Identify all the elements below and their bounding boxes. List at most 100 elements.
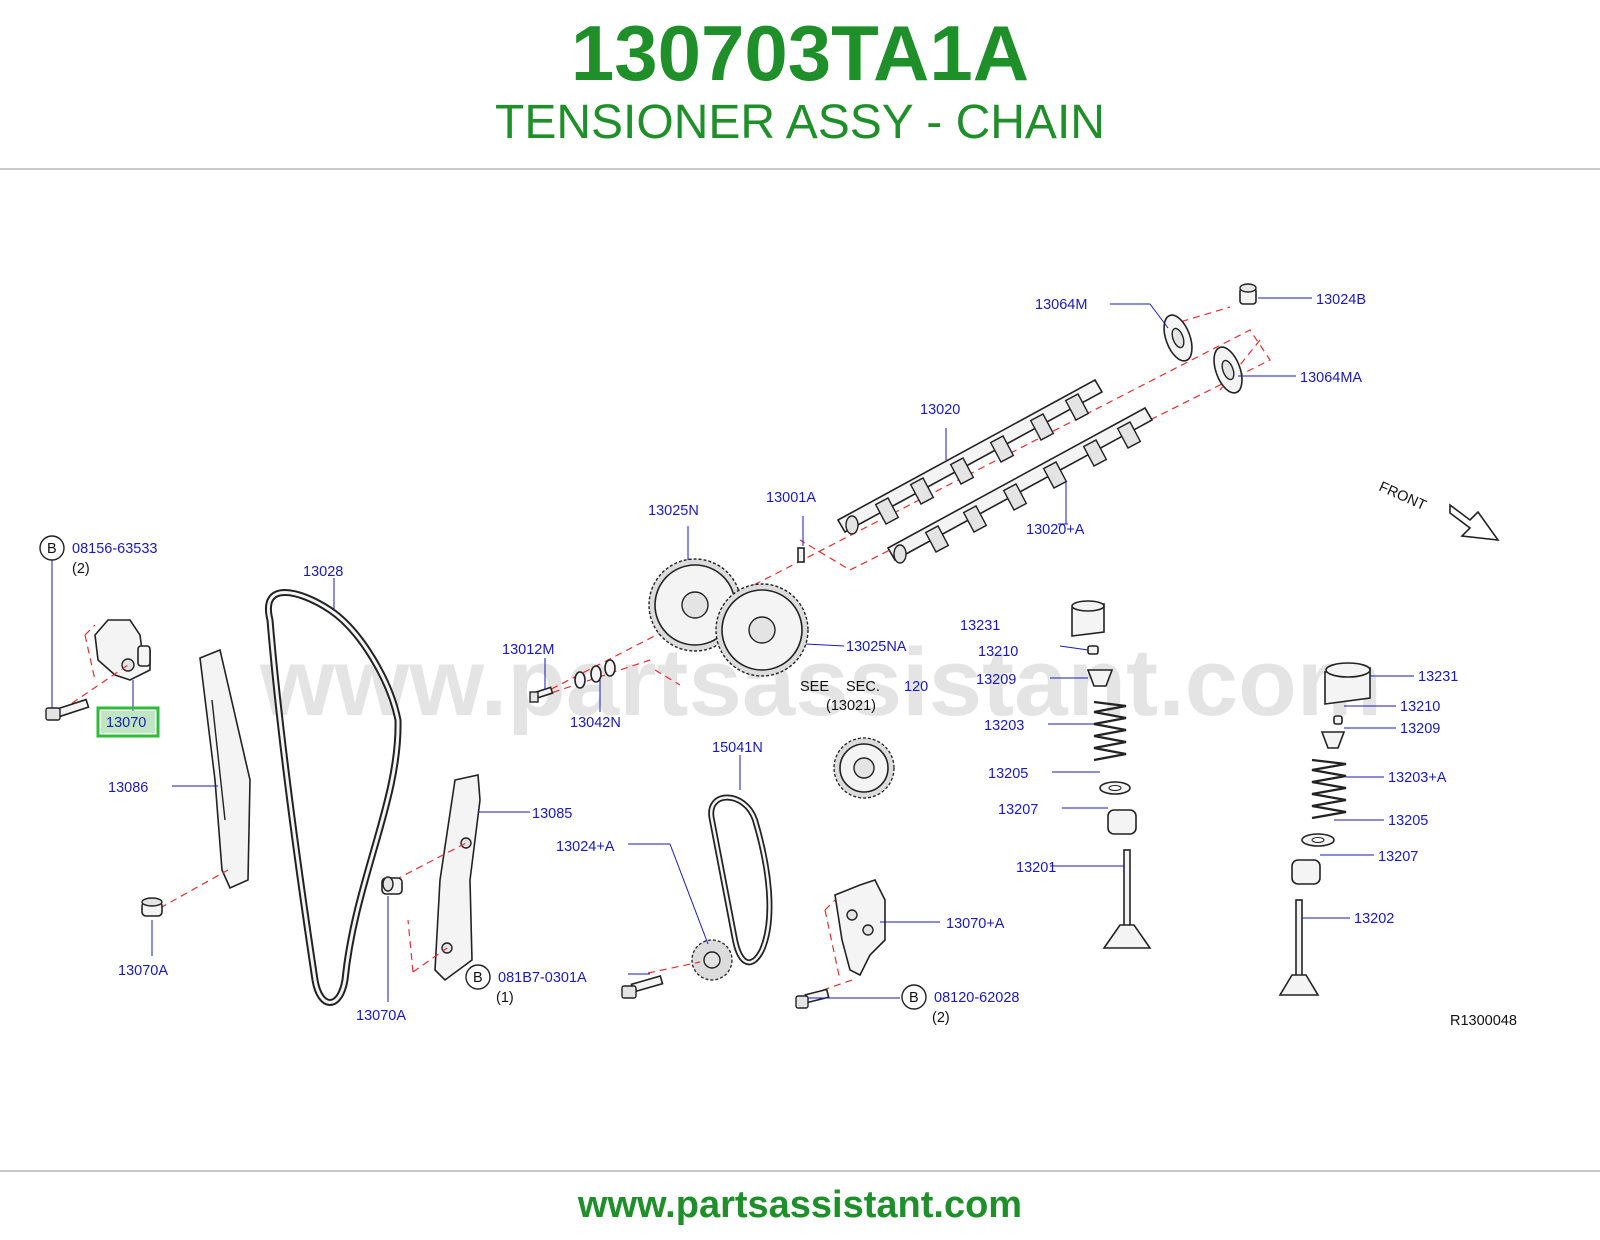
bolt-13070a-left <box>141 897 163 917</box>
parts-diagram: www.partsassistant.com <box>0 180 1600 1170</box>
callout-13210-right[interactable]: 13210 <box>1400 699 1440 715</box>
valve-lifter-13231-left <box>1071 600 1105 637</box>
callout-08120-62028[interactable]: 08120-62028 <box>934 990 1019 1006</box>
callout-13205-right[interactable]: 13205 <box>1388 813 1428 829</box>
callout-13070a-left[interactable]: 13070A <box>118 963 168 979</box>
bolt-08156 <box>45 698 90 721</box>
callout-13070a-center[interactable]: 13070A <box>356 1008 406 1024</box>
callout-13086[interactable]: 13086 <box>108 780 148 796</box>
callout-13070-a[interactable]: 13070+A <box>946 916 1005 932</box>
tensioner-13070-a <box>834 879 886 977</box>
callout-13207-right[interactable]: 13207 <box>1378 849 1418 865</box>
svg-text:B: B <box>47 541 57 557</box>
callout-13070[interactable]: 13070 <box>106 715 146 731</box>
callout-13203[interactable]: 13203 <box>984 718 1024 734</box>
callout-13231-left[interactable]: 13231 <box>960 618 1000 634</box>
figure-code: R1300048 <box>1450 1013 1517 1029</box>
balancer-chain-15041n <box>708 794 773 966</box>
timing-chain-13028 <box>264 589 402 1006</box>
header-divider <box>0 168 1600 170</box>
callout-13064ma[interactable]: 13064MA <box>1300 370 1362 386</box>
sec-label: SEC. <box>846 679 880 695</box>
see-label: SEE <box>800 679 829 695</box>
camshaft-13020 <box>836 378 1104 535</box>
callout-13064m[interactable]: 13064M <box>1035 297 1087 313</box>
seal-13042n <box>574 659 616 689</box>
seat-13205-right <box>1301 833 1335 847</box>
footer-url-link[interactable]: www.partsassistant.com <box>577 1184 1023 1226</box>
part-number-title: 130703TA1A <box>570 9 1030 97</box>
bolt-081b7 <box>621 975 664 999</box>
bolt-13070a-center <box>381 876 403 895</box>
retainer-13209-right <box>1320 731 1346 749</box>
leader-lines <box>51 297 1414 1002</box>
sprocket-13024a <box>691 939 733 981</box>
callout-13231-right[interactable]: 13231 <box>1418 669 1458 685</box>
callout-08156-63533[interactable]: 08156-63533 <box>72 541 157 557</box>
callout-13201[interactable]: 13201 <box>1016 860 1056 876</box>
spring-13203 <box>1093 700 1127 762</box>
gear-13021 <box>833 737 895 799</box>
callout-13025n[interactable]: 13025N <box>648 503 699 519</box>
callout-13210-left[interactable]: 13210 <box>978 644 1018 660</box>
callout-13028[interactable]: 13028 <box>303 564 343 580</box>
dashed-sprocket-13024a <box>647 961 701 974</box>
callout-13209-right[interactable]: 13209 <box>1400 721 1440 737</box>
valve-lifter-13231-right <box>1324 662 1371 705</box>
tension-guide-13085 <box>434 774 481 982</box>
callout-13024b[interactable]: 13024B <box>1316 292 1366 308</box>
dashed-axis-top <box>1169 306 1231 326</box>
callout-13207-left[interactable]: 13207 <box>998 802 1038 818</box>
footer-divider <box>0 1170 1600 1172</box>
dashed-axis-cam <box>529 329 1271 701</box>
valve-13202 <box>1278 899 1320 996</box>
spring-13203-a <box>1311 758 1347 820</box>
chain-guide-13086 <box>199 648 251 890</box>
callout-13203-a[interactable]: 13203+A <box>1388 770 1447 786</box>
page-header: 130703TA1A TENSIONER ASSY - CHAIN <box>0 0 1600 170</box>
seal-13207-right <box>1291 859 1321 885</box>
sensor-plate-13064m <box>1163 314 1193 362</box>
callout-13020[interactable]: 13020 <box>920 402 960 418</box>
front-label: FRONT <box>1376 479 1428 514</box>
callout-13042n[interactable]: 13042N <box>570 715 621 731</box>
b-badge-3: B <box>901 984 927 1010</box>
section-number-link[interactable]: 120 <box>904 679 928 695</box>
watermark: www.partsassistant.com <box>259 629 1382 736</box>
tensioner-13070 <box>94 619 151 681</box>
callout-081b7-qty: (1) <box>496 990 514 1006</box>
camshaft-13020-a <box>886 406 1154 564</box>
callout-13001a[interactable]: 13001A <box>766 490 816 506</box>
highlight-fill-13070 <box>101 711 155 733</box>
bolt-08120 <box>795 988 830 1009</box>
seal-13207-left <box>1107 809 1137 835</box>
callout-13024-a[interactable]: 13024+A <box>556 839 615 855</box>
dashed-sprocket <box>529 659 681 701</box>
callout-15041n[interactable]: 15041N <box>712 740 763 756</box>
callout-13020-a[interactable]: 13020+A <box>1026 522 1085 538</box>
callout-08156-qty: (2) <box>72 561 90 577</box>
pin-13001a <box>797 547 805 563</box>
callout-081b7-0301a[interactable]: 081B7-0301A <box>498 970 587 986</box>
part-description: TENSIONER ASSY - CHAIN <box>495 96 1105 149</box>
callout-13085[interactable]: 13085 <box>532 806 572 822</box>
seat-13205-left <box>1099 781 1131 795</box>
dashed-guide-13086 <box>159 869 229 909</box>
b-badge-1: B <box>39 535 65 561</box>
callout-13012m[interactable]: 13012M <box>502 642 554 658</box>
shim-13210-right <box>1333 715 1343 725</box>
callout-13209-left[interactable]: 13209 <box>976 672 1016 688</box>
valve-13201 <box>1102 849 1152 949</box>
dashed-tensioner <box>61 624 129 711</box>
shim-13210-left <box>1087 645 1099 655</box>
callout-13202[interactable]: 13202 <box>1354 911 1394 927</box>
callout-13025na[interactable]: 13025NA <box>846 639 907 655</box>
bolt-13012m <box>529 686 554 703</box>
svg-text:B: B <box>473 970 483 986</box>
parts-diagram-svg: www.partsassistant.com <box>39 283 1517 1029</box>
dashed-guide-13085 <box>394 842 467 973</box>
sprocket-13025na <box>715 583 809 677</box>
svg-text:B: B <box>909 990 919 1006</box>
callout-08120-qty: (2) <box>932 1010 950 1026</box>
callout-13205-left[interactable]: 13205 <box>988 766 1028 782</box>
